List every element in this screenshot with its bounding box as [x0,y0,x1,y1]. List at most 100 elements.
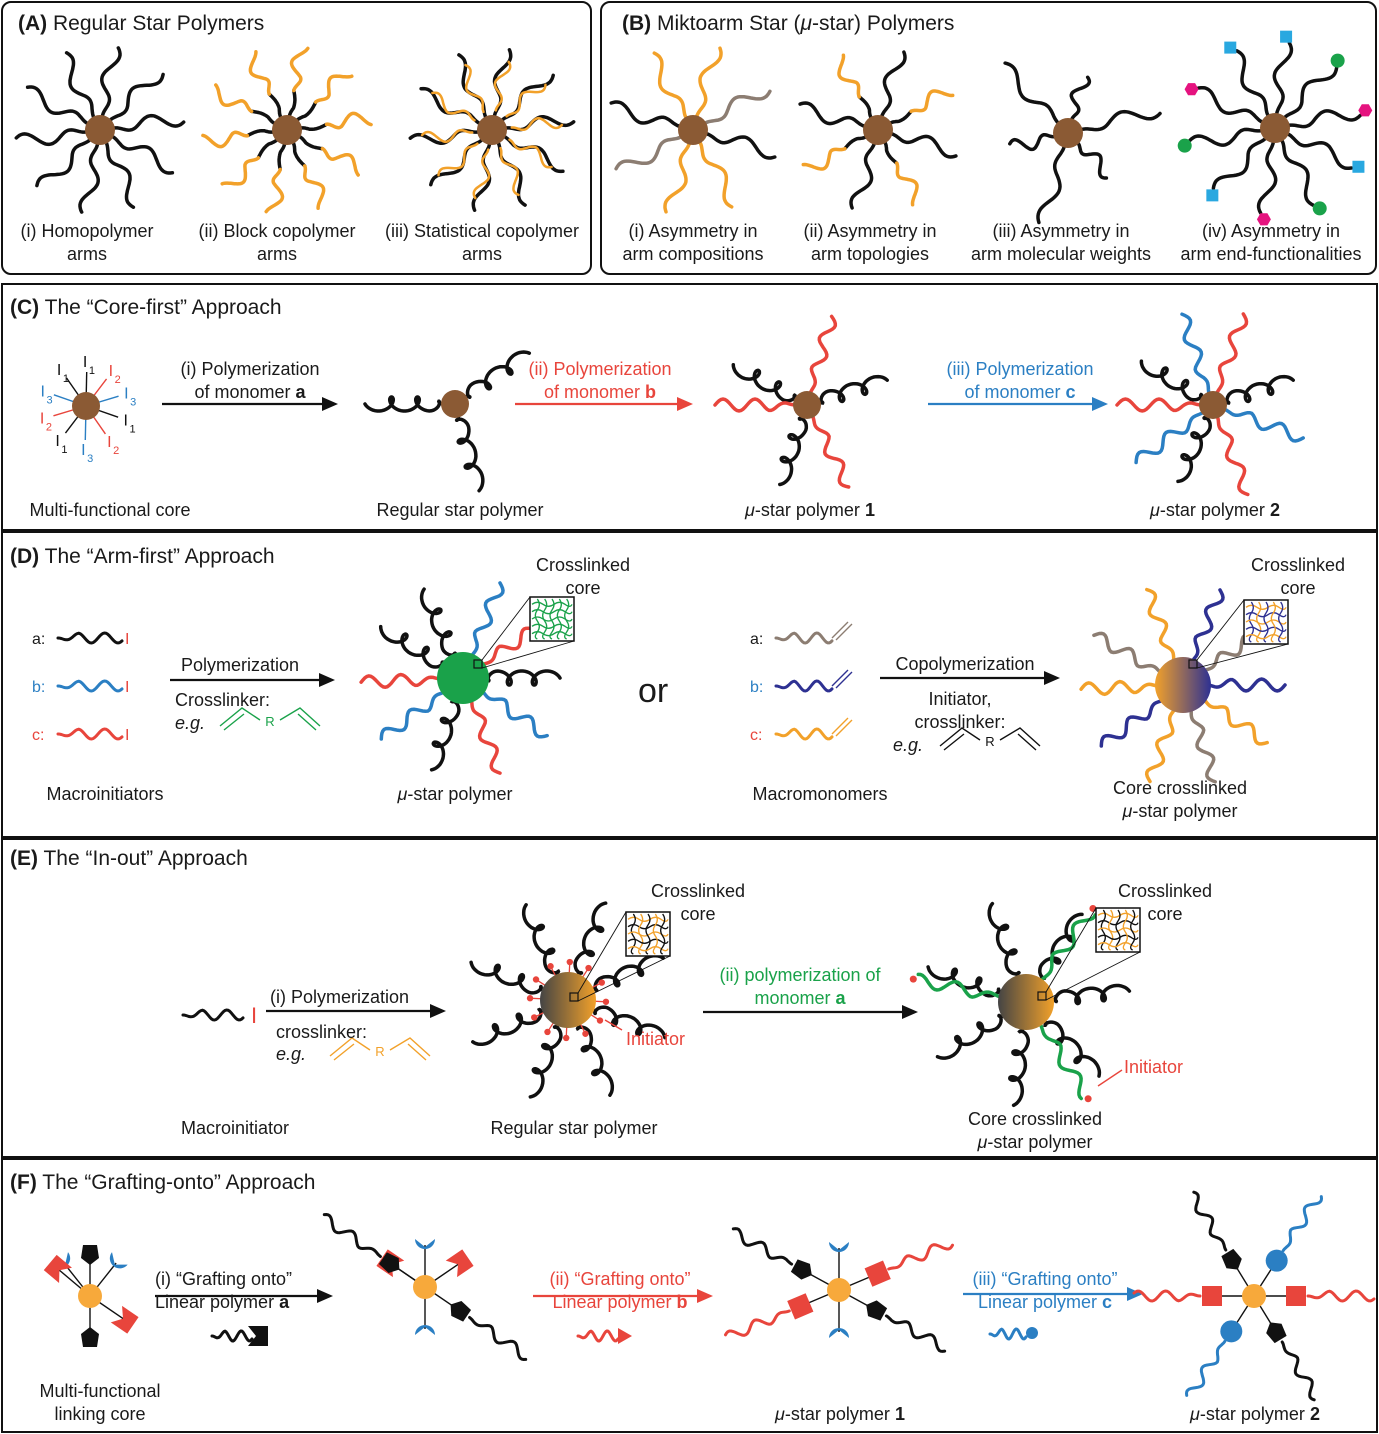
crosslinked-grid-navy-v [1270,601,1276,643]
arm-b2-outer [909,89,955,114]
arm-block-outer [248,49,272,96]
arm-b4 [1211,136,1268,190]
arm-block-outer [264,167,285,214]
panel-c-regular-label: Regular star polymer [376,500,544,520]
star-core-b3 [1053,118,1083,148]
initiator-dot-red [585,964,592,972]
initiator-label: I [107,434,111,451]
notch-group [110,1305,139,1334]
arm-block-outer [320,146,360,177]
panel-e-regular-label: Regular star polymer [490,1118,658,1138]
end-group-circle [1330,53,1345,68]
arm-b2-outer [894,161,919,207]
arm-block-outer [289,46,310,93]
star-core-a3 [477,115,507,145]
zoom-navy-mark [1188,659,1198,669]
star-core-b2 [863,115,893,145]
wavy-arm-green [1038,1022,1083,1101]
coiled-arm-black [463,350,532,399]
arm-b3 [1069,75,1092,122]
crosslinked-grid-e1-v [638,913,644,955]
arm-b4 [1282,66,1339,120]
cup-group [109,1252,128,1269]
arm-block-inner [249,109,277,126]
coiled-arm-black [935,1013,1006,1060]
grafted-arm-black [322,1212,382,1258]
arm-block-outer [201,130,250,149]
panel-b-star-diagrams [609,30,1373,226]
arm-black [64,51,96,120]
vinyl-end [831,717,853,737]
arm-b1 [663,141,692,214]
grafted-arm [1281,1195,1324,1253]
arm-stat-orange [472,148,491,200]
zoom-e2-mark [1037,991,1047,1001]
arm-b1 [609,100,682,129]
arrow-d2-head [1044,671,1060,685]
coiled-arm-black [1139,359,1205,402]
end-group-square [1352,160,1365,173]
notch-group [445,1249,474,1278]
square-group [1202,1286,1222,1306]
zoom-e1-l1 [577,911,627,994]
zoom-e2-l1 [1045,907,1097,993]
panel-f-step2: (ii) “Grafting onto”Linear polymer b [549,1269,691,1312]
cup-group [415,1239,435,1249]
panel-e-step1: (i) Polymerization [270,987,410,1007]
coiled-arm-black [1050,983,1132,1006]
initiator-subscript: 2 [46,422,52,434]
crosslinker-green-right [279,707,321,731]
wavy-arm-red [810,413,851,489]
wavy-arm-red [1115,397,1203,413]
panel-d-c: c: [32,727,45,744]
macromonomer-chain [774,631,834,645]
arm-b2-outer [837,53,862,99]
vinyl-end [831,621,853,641]
coiled-arm-black [1008,1026,1031,1108]
initiator-label: I [124,385,128,402]
multi-functional-core [72,392,100,420]
panel-f-mu2-label: μ-star polymer 2 [1190,1404,1320,1424]
linear-polymer-b-end [618,1328,632,1344]
arrow-e2-head [902,1005,918,1019]
initiator-label: I [55,433,59,450]
pentagon-group [81,1245,99,1265]
wavy-arm [469,696,502,775]
arm-block-inner [299,122,329,132]
star-core-b4 [1260,113,1290,143]
arm-b4 [1256,140,1278,215]
arm-black [112,113,186,132]
arm-stat-orange [420,128,474,144]
initiator-dot-red [526,995,534,1002]
initiator-label: I [81,442,85,459]
pentagon-group [866,1300,888,1321]
initiator-I: I [125,631,129,648]
macroinitiator-chain [181,1008,245,1022]
pentagon-group [790,1259,812,1280]
initiator-subscript: 1 [89,365,95,377]
arm-b2-inner [843,135,868,151]
panel-d-or: or [638,672,669,710]
arm-stat-orange [493,60,512,112]
macromonomer-chain [774,679,834,693]
crosslinker-orange-right [389,1037,431,1061]
initiator-subscript: 2 [115,374,121,386]
arm-b4 [1235,49,1270,118]
crosslinked-grid-green-v [542,598,548,640]
wavy-arm-red [808,314,838,396]
initiator-label: I [40,411,44,428]
grafted-arm [1192,1190,1228,1252]
arm-b2b [879,50,907,119]
linking-core-2 [413,1275,437,1299]
arm-black [25,85,90,126]
crosslinked-grid-e2-v [1122,909,1128,951]
crosslinked-grid-e1-h [627,924,669,930]
coiled-arm-black [528,1022,563,1099]
panel-d-a: a: [32,631,46,648]
panel-e-initiator-1: Initiator [626,1029,686,1049]
